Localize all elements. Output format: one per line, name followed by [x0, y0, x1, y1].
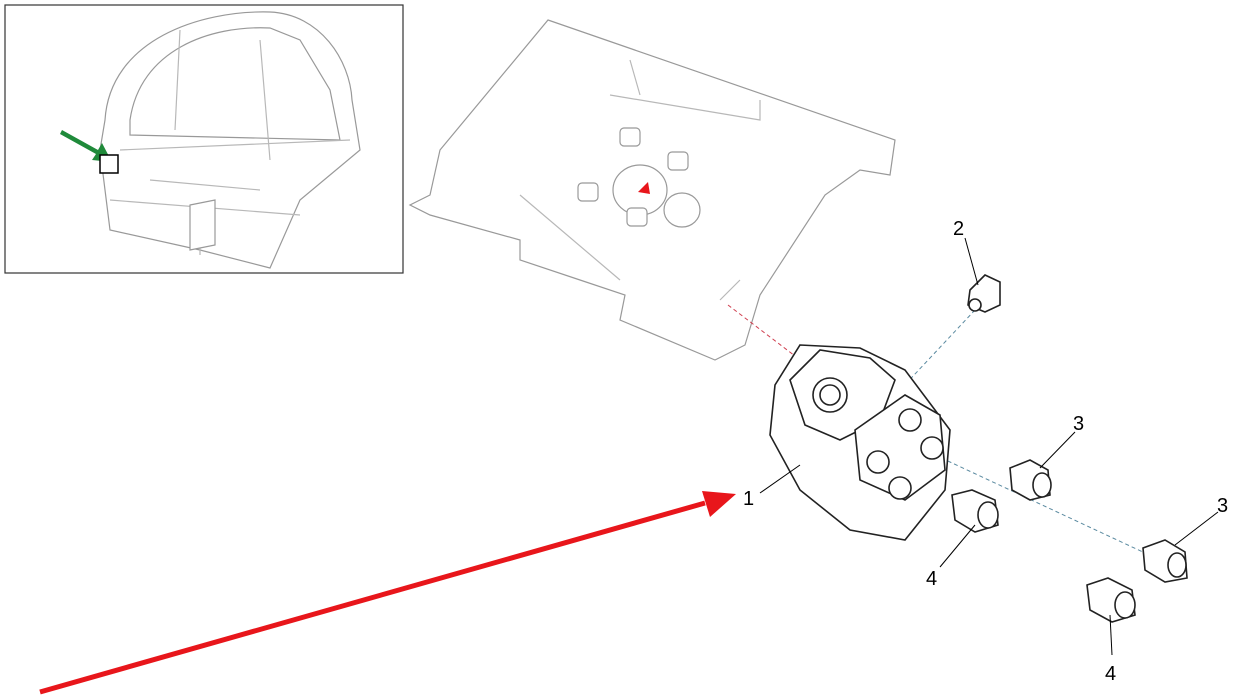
fitting-2: [967, 274, 1001, 313]
callout-4: 4: [1105, 663, 1116, 685]
steering-pump: [769, 344, 951, 541]
leader-lines: [759, 237, 1219, 656]
callout-labels: 2 3 3 1 4 4: [743, 218, 1228, 685]
callout-3: 3: [1073, 413, 1084, 435]
fitting-3a: [1009, 459, 1052, 501]
callout-4: 4: [926, 568, 937, 590]
locator-arrow: [60, 130, 112, 162]
mounting-plate: [408, 19, 896, 361]
highlight-arrow: [39, 491, 736, 695]
fitting-4b: [1086, 577, 1136, 623]
fitting-4a: [951, 489, 999, 533]
fitting-3b: [1142, 539, 1188, 583]
callout-1: 1: [743, 488, 754, 510]
fittings: [951, 274, 1188, 623]
callout-3: 3: [1217, 495, 1228, 517]
callout-2: 2: [953, 218, 964, 240]
pump-location-marker: [99, 154, 119, 174]
locator-inset: [4, 4, 404, 274]
centerlines: [727, 304, 1161, 561]
